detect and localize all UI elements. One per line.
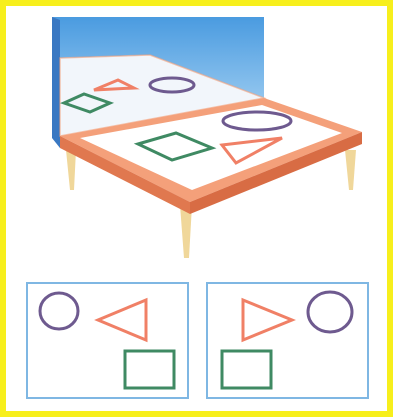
panel-left xyxy=(27,283,188,398)
panel-left-frame xyxy=(27,283,188,398)
table-leg xyxy=(66,150,76,190)
panel-right-frame xyxy=(207,283,368,398)
panel-right xyxy=(207,283,368,398)
table-leg xyxy=(345,150,356,190)
